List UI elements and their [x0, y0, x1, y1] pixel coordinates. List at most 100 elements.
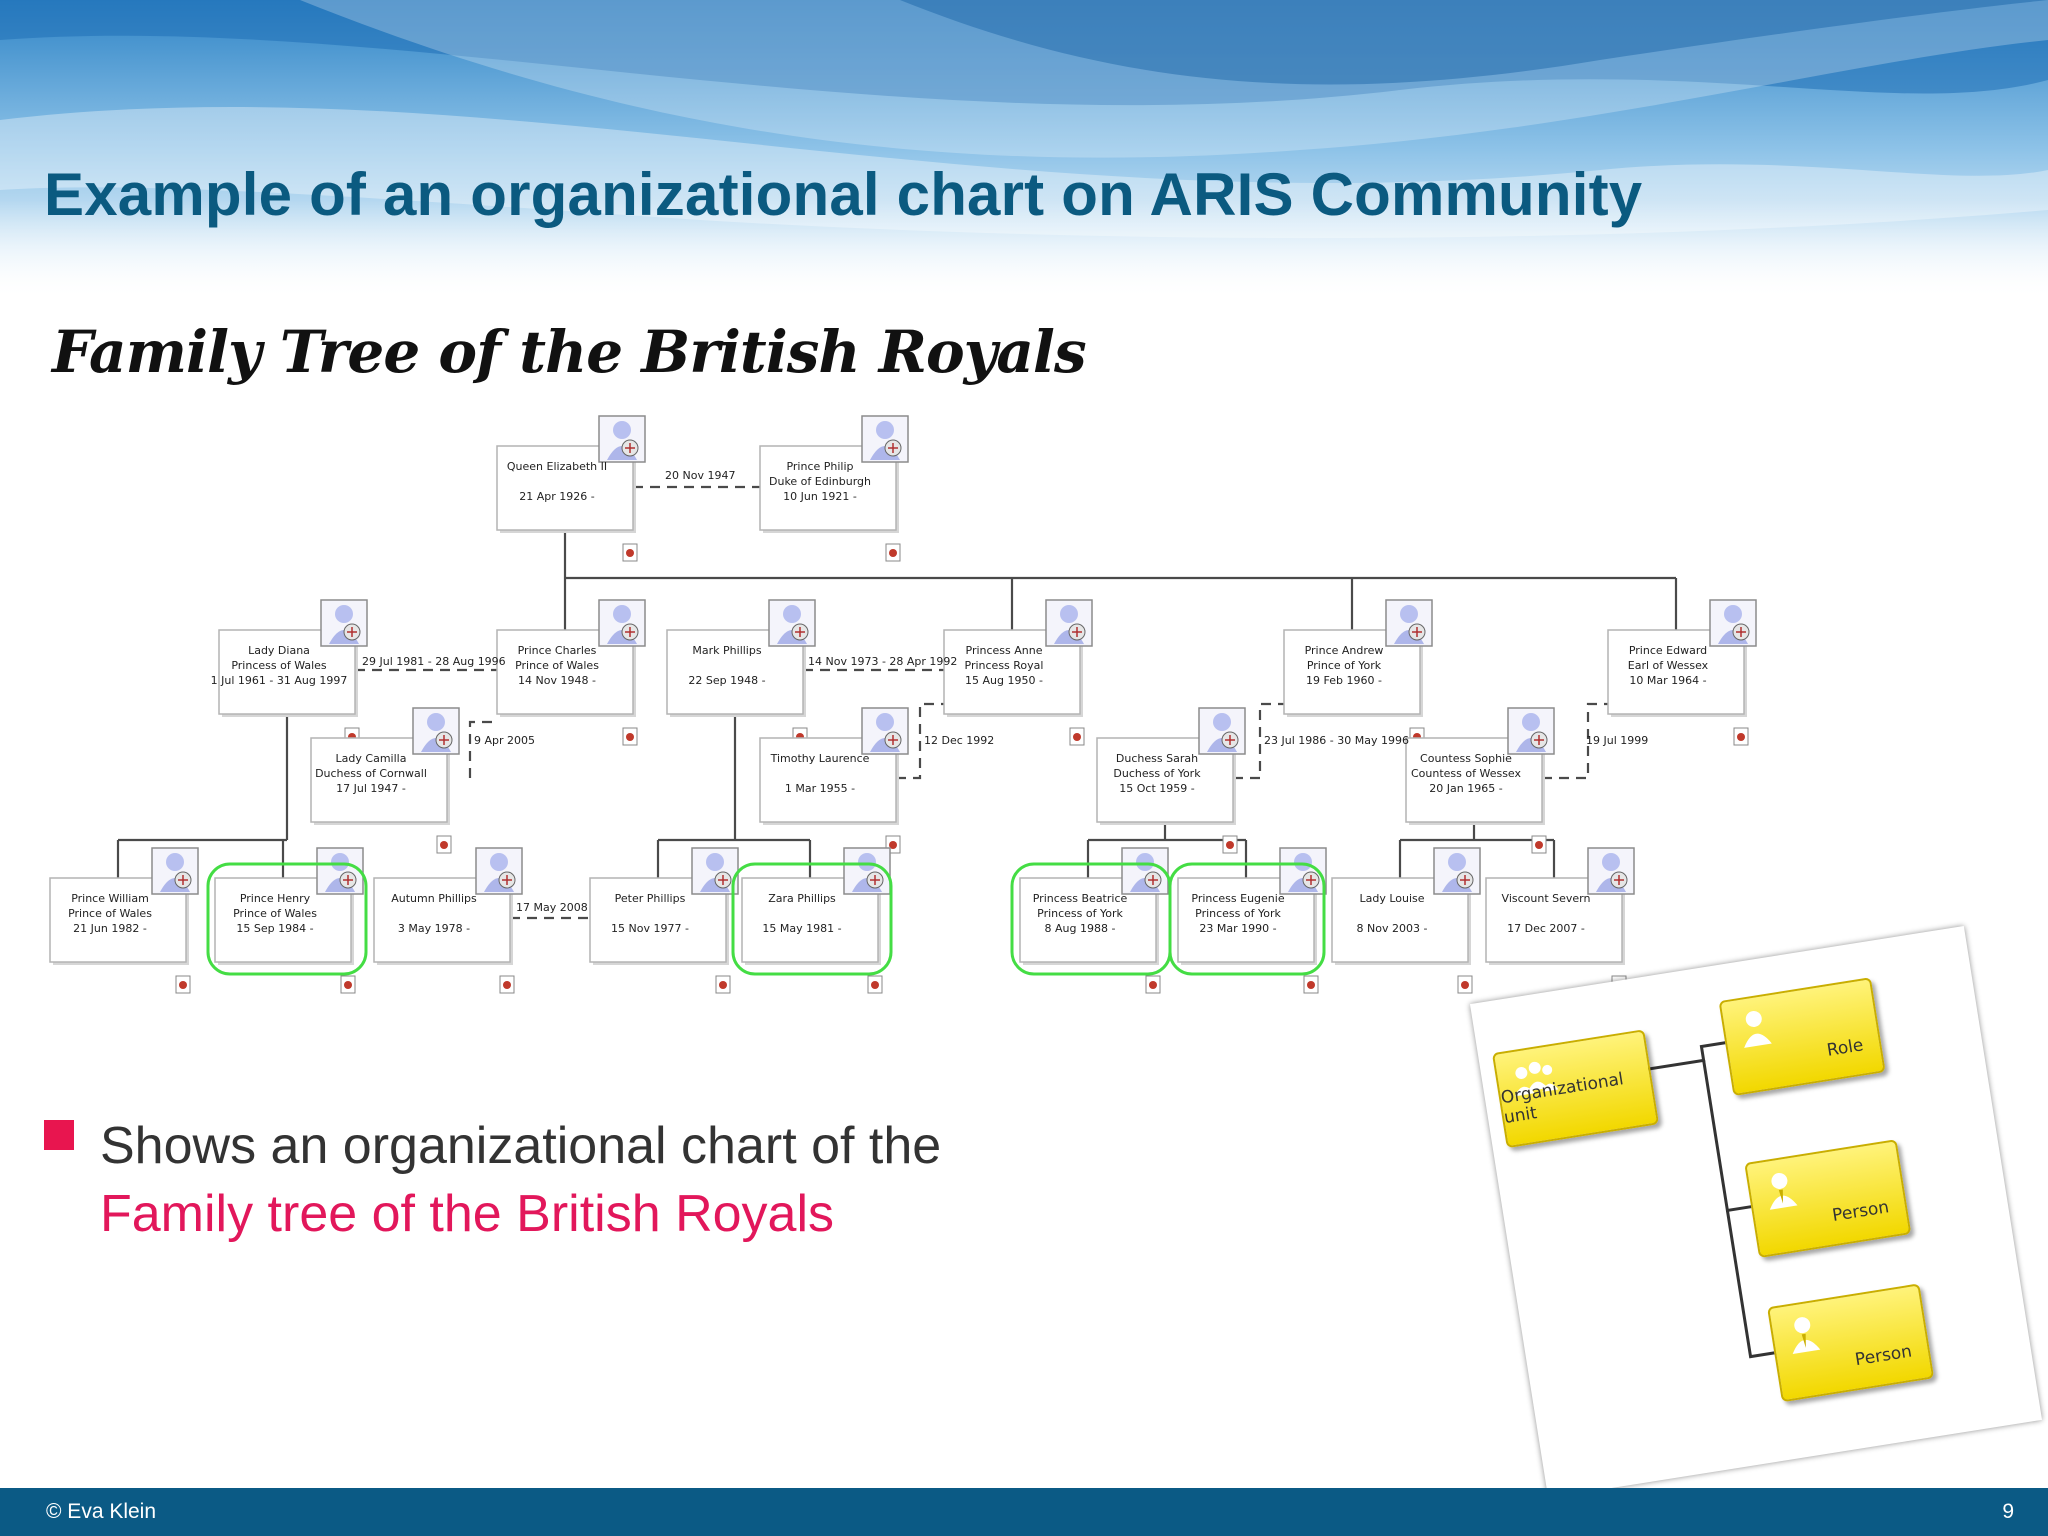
- page-number: 9: [2002, 1500, 2014, 1523]
- person-dates: 19 Feb 1960 -: [1306, 674, 1382, 687]
- role-icon: [1744, 1010, 1772, 1048]
- node-box: [1331, 877, 1469, 963]
- legend-person-label-1: Person: [1830, 1197, 1891, 1226]
- marriage-date-label: 19 Jul 1999: [1586, 734, 1648, 747]
- person-avatar-icon: [1198, 707, 1246, 755]
- org-unit-icon: [1514, 1061, 1559, 1097]
- document-icon[interactable]: [499, 975, 515, 994]
- marriage-connector: [896, 702, 944, 780]
- person-dates: 15 Aug 1950 -: [965, 674, 1043, 687]
- person-dates: 3 May 1978 -: [398, 922, 470, 935]
- person-avatar-icon: [1121, 847, 1169, 895]
- person-icon: [1769, 1172, 1798, 1210]
- person-name: Prince Edward: [1629, 644, 1707, 657]
- person-title: Prince of Wales: [515, 659, 599, 672]
- document-icon[interactable]: [1145, 975, 1161, 994]
- person-name: Peter Phillips: [615, 892, 686, 905]
- document-icon[interactable]: [1222, 835, 1238, 854]
- person-avatar-icon: [598, 599, 646, 647]
- document-icon[interactable]: [885, 543, 901, 562]
- person-avatar-icon: [598, 415, 646, 463]
- document-icon[interactable]: [622, 727, 638, 746]
- org-chart-legend: Organizational unit Role Person Person: [1469, 925, 2043, 1499]
- person-dates: 1 Jul 1961 - 31 Aug 1997: [211, 674, 348, 687]
- person-dates: 10 Mar 1964 -: [1629, 674, 1706, 687]
- bullet-text: Shows an organizational chart of the Fam…: [100, 1112, 1200, 1248]
- person-name: Countess Sophie: [1420, 752, 1512, 765]
- person-dates: 10 Jun 1921 -: [783, 490, 857, 503]
- marriage-date-label: 17 May 2008: [516, 901, 588, 914]
- person-name: Lady Diana: [248, 644, 310, 657]
- person-name: Lady Camilla: [336, 752, 407, 765]
- person-name: Princess Eugenie: [1191, 892, 1284, 905]
- node-box: [1019, 877, 1157, 963]
- document-icon[interactable]: [1303, 975, 1319, 994]
- document-icon[interactable]: [175, 975, 191, 994]
- legend-org-unit-box: Organizational unit: [1491, 1029, 1660, 1149]
- person-avatar-icon: [768, 599, 816, 647]
- legend-person-box-1: Person: [1744, 1139, 1912, 1259]
- bullet-line-1: Shows an organizational chart of the: [100, 1117, 942, 1175]
- person-avatar-icon: [1045, 599, 1093, 647]
- person-title: Duchess of Cornwall: [315, 767, 427, 780]
- person-title: Duke of Edinburgh: [769, 475, 871, 488]
- person-dates: 21 Apr 1926 -: [519, 490, 595, 503]
- person-title: Earl of Wessex: [1628, 659, 1709, 672]
- document-icon[interactable]: [1069, 727, 1085, 746]
- person-name: Prince William: [71, 892, 149, 905]
- marriage-date-label: 20 Nov 1947: [665, 469, 735, 482]
- document-icon[interactable]: [1531, 835, 1547, 854]
- person-dates: 23 Mar 1990 -: [1199, 922, 1276, 935]
- marriage-date-label: 12 Dec 1992: [924, 734, 994, 747]
- person-dates: 14 Nov 1948 -: [518, 674, 596, 687]
- document-icon[interactable]: [340, 975, 356, 994]
- marriage-date-label: 9 Apr 2005: [474, 734, 535, 747]
- person-name: Princess Beatrice: [1033, 892, 1128, 905]
- marriage-date-label: 23 Jul 1986 - 30 May 1996: [1264, 734, 1409, 747]
- person-title: Princess Royal: [965, 659, 1044, 672]
- family-tree-title: Family Tree of the British Royals: [52, 318, 1087, 386]
- document-icon[interactable]: [1733, 727, 1749, 746]
- document-icon[interactable]: [715, 975, 731, 994]
- person-dates: 15 Sep 1984 -: [236, 922, 313, 935]
- person-avatar-icon: [1507, 707, 1555, 755]
- marriage-date-label: 29 Jul 1981 - 28 Aug 1996: [362, 655, 506, 668]
- person-title: Prince of York: [1307, 659, 1382, 672]
- person-name: Duchess Sarah: [1116, 752, 1198, 765]
- document-icon[interactable]: [436, 835, 452, 854]
- person-avatar-icon: [316, 847, 364, 895]
- person-avatar-icon: [151, 847, 199, 895]
- person-icon: [1792, 1317, 1821, 1355]
- document-icon[interactable]: [622, 543, 638, 562]
- person-avatar-icon: [843, 847, 891, 895]
- person-name: Mark Phillips: [692, 644, 761, 657]
- person-title: Duchess of York: [1113, 767, 1201, 780]
- person-dates: 17 Dec 2007 -: [1507, 922, 1585, 935]
- person-name: Timothy Laurence: [770, 752, 870, 765]
- document-icon[interactable]: [1457, 975, 1473, 994]
- person-name: Prince Charles: [518, 644, 597, 657]
- document-icon[interactable]: [867, 975, 883, 994]
